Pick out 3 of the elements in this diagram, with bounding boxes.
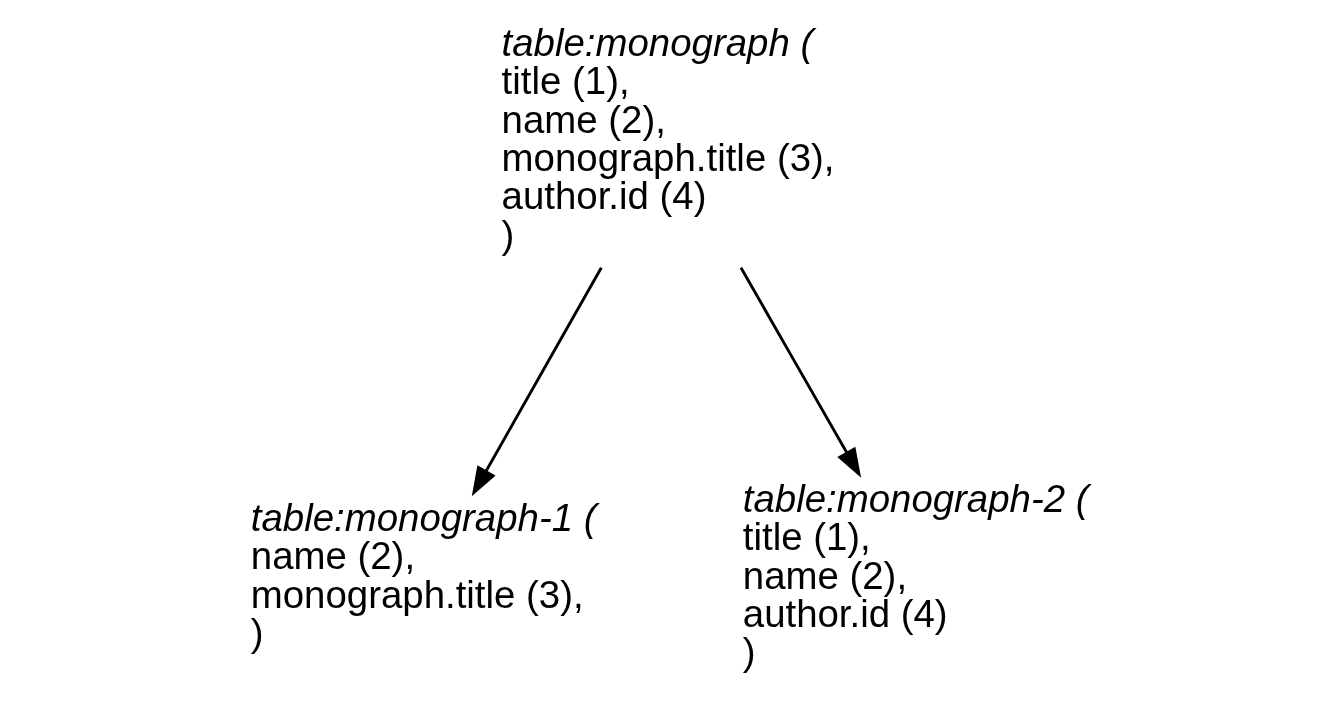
node-text: table:monograph ( title (1), name (2), monograph.title (3), author.id (4) ) bbox=[501, 20, 835, 256]
arrow bbox=[471, 267, 603, 497]
arrow bbox=[739, 267, 862, 478]
